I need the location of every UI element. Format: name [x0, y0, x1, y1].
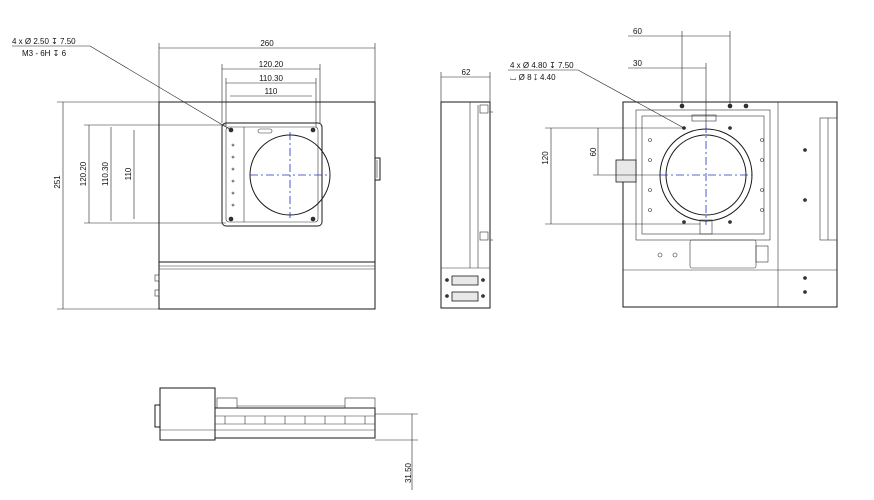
- dim-12020-label: 120.20: [259, 60, 284, 69]
- dim-v110-label: 110: [124, 167, 133, 180]
- rear-clamp: [615, 159, 637, 183]
- front-body-outline: [158, 101, 376, 263]
- side-body-outline: [440, 101, 491, 309]
- side-view: 62: [440, 68, 493, 309]
- dim-top-height-label: 31.50: [404, 462, 413, 483]
- rear-hole-callout-1: 4 x Ø 4.80 ↧ 7.50: [510, 61, 574, 70]
- dim-11030-label: 110.30: [259, 74, 283, 83]
- top-view: 31.50: [154, 387, 418, 490]
- dim-width-label: 260: [260, 39, 274, 48]
- front-hole-column: [231, 143, 235, 207]
- front-base-outline: [158, 261, 376, 310]
- top-motor-block: [159, 387, 216, 441]
- rear-hole-callout-2: ⌴ Ø 8 ↧ 4.40: [510, 73, 556, 82]
- front-knob: [374, 157, 381, 181]
- front-hole-callout-1: 4 x Ø 2.50 ↧ 7.50: [12, 37, 76, 46]
- front-hole-callout-2: M3 - 6H ↧ 6: [22, 49, 67, 58]
- dim-30-label: 30: [633, 59, 642, 68]
- rear-motor-block: [689, 239, 757, 269]
- side-connector-top: [451, 275, 479, 286]
- dim-height-label: 251: [53, 175, 62, 189]
- dim-v60-label: 60: [589, 147, 598, 156]
- dim-v11030-label: 110.30: [101, 162, 110, 186]
- dim-depth-label: 62: [462, 68, 471, 77]
- rear-view: 60 30 4 x Ø 4.80 ↧ 7.50 ⌴ Ø 8 ↧ 4.40 120…: [508, 27, 838, 308]
- side-connector-bottom: [451, 291, 479, 302]
- dim-v120-label: 120: [541, 151, 550, 165]
- top-hatch-marks: [224, 416, 366, 424]
- dim-v12020-label: 120.20: [79, 161, 88, 186]
- dim-60-label: 60: [633, 27, 642, 36]
- front-aperture-plate: [221, 122, 323, 227]
- front-view: 260 120.20 110.30 110 4 x Ø 2.50 ↧ 7.50 …: [12, 37, 381, 310]
- dim-110-label: 110: [265, 87, 278, 96]
- top-stage-body: [214, 407, 376, 439]
